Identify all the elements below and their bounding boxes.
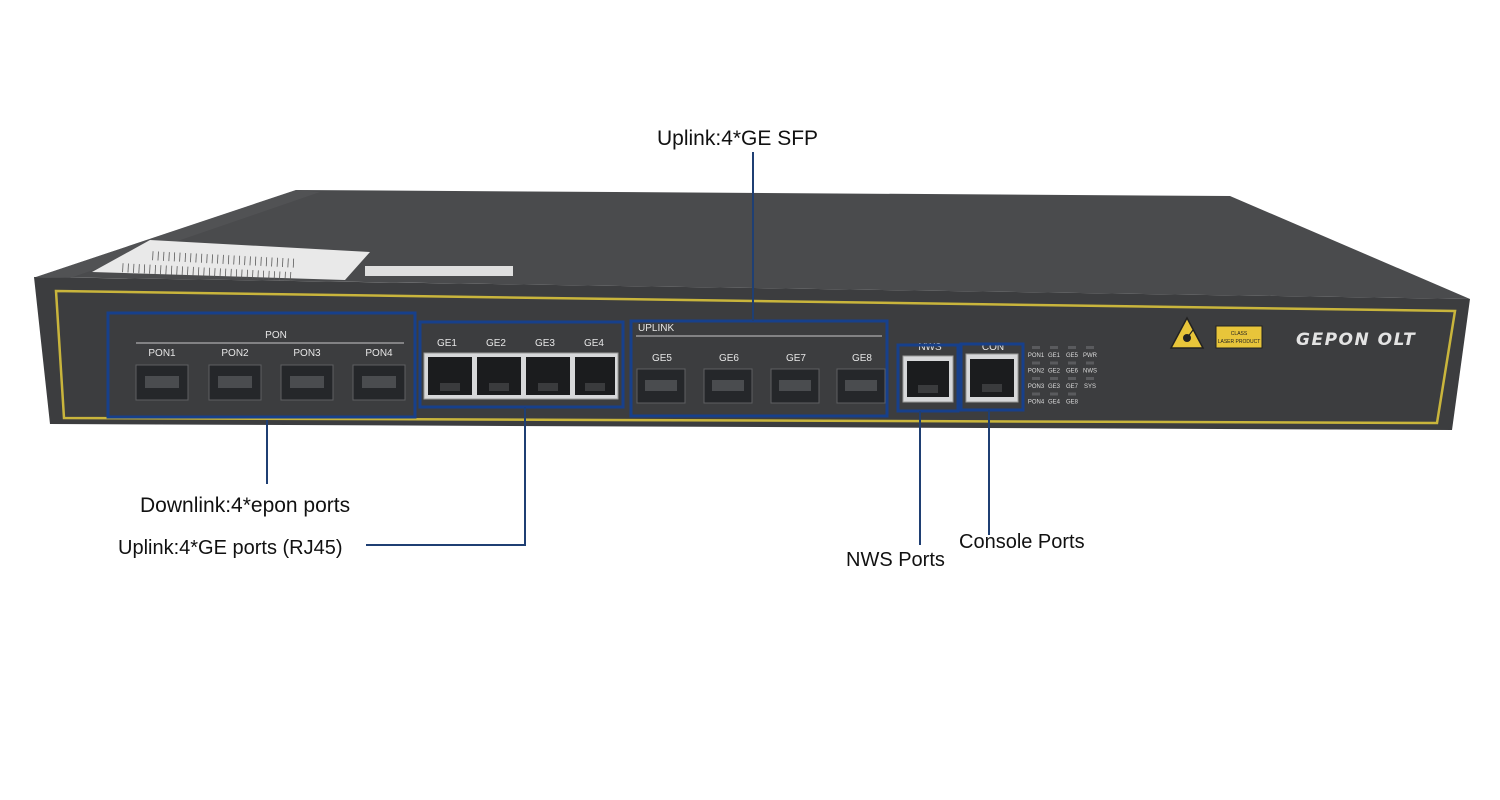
pon-group-label: PON bbox=[265, 330, 287, 341]
nws-highlight-box bbox=[896, 343, 960, 413]
laser-class-line-1: CLASS bbox=[1231, 331, 1248, 337]
led-nws bbox=[1086, 361, 1094, 365]
callout-console-ports: Console Ports bbox=[959, 531, 1085, 553]
uplink-group-label: UPLINK bbox=[638, 323, 674, 334]
rj45-port-label-3: GE3 bbox=[535, 338, 555, 349]
sfp-port-label-6: GE6 bbox=[719, 353, 739, 364]
led-pon2 bbox=[1032, 361, 1040, 365]
rj45-port-label-1: GE1 bbox=[437, 338, 457, 349]
led-pwr bbox=[1086, 346, 1094, 349]
rj45-highlight-box bbox=[418, 320, 625, 409]
callout-uplink-sfp: Uplink:4*GE SFP bbox=[657, 127, 819, 150]
pon-port-label-3: PON3 bbox=[293, 348, 321, 359]
panel-trim bbox=[54, 289, 1457, 425]
led-ge3 bbox=[1050, 377, 1058, 380]
led-label-pon1: PON1 bbox=[1028, 353, 1045, 359]
led-label-pon2: PON2 bbox=[1028, 369, 1045, 375]
led-ge8 bbox=[1068, 392, 1076, 396]
led-pon4 bbox=[1032, 392, 1040, 396]
laser-class-label: CLASS LASER PRODUCT bbox=[1215, 325, 1263, 349]
led-ge4 bbox=[1050, 392, 1058, 396]
led-label-pwr: PWR bbox=[1083, 353, 1098, 359]
pon-port-label-4: PON4 bbox=[365, 348, 393, 359]
pon-sfp-port-4[interactable] bbox=[352, 364, 406, 401]
sfp-port-label-7: GE7 bbox=[786, 353, 806, 364]
led-pon3 bbox=[1032, 377, 1040, 380]
laser-class-line-2: LASER PRODUCT bbox=[1218, 339, 1261, 345]
top-label-sticker: ||||||||||||||||||||||||||| ||||||||||||… bbox=[92, 240, 513, 282]
laser-warning-icon bbox=[1169, 316, 1205, 349]
led-label-ge5: GE5 bbox=[1066, 353, 1079, 359]
con-highlight-box bbox=[959, 342, 1025, 412]
led-label-ge6: GE6 bbox=[1066, 369, 1079, 375]
led-ge6 bbox=[1068, 361, 1076, 365]
mgmt-section: NWS CON bbox=[902, 342, 1019, 403]
pon-port-label-1: PON1 bbox=[148, 348, 176, 359]
sfp-port-label-8: GE8 bbox=[852, 353, 872, 364]
led-label-ge1: GE1 bbox=[1048, 353, 1061, 359]
rj45-port-label-4: GE4 bbox=[584, 338, 604, 349]
led-label-ge4: GE4 bbox=[1048, 400, 1061, 406]
sfp-highlight-box bbox=[629, 319, 889, 418]
led-ge1 bbox=[1050, 346, 1058, 349]
led-sys bbox=[1086, 377, 1094, 380]
led-label-pon3: PON3 bbox=[1028, 384, 1045, 390]
led-pon1 bbox=[1032, 346, 1040, 349]
led-ge5 bbox=[1068, 346, 1076, 349]
led-label-ge8: GE8 bbox=[1066, 400, 1079, 406]
pon-port-label-2: PON2 bbox=[221, 348, 249, 359]
led-label-ge2: GE2 bbox=[1048, 369, 1061, 375]
con-group-label: CON bbox=[982, 342, 1004, 353]
nws-group-label: NWS bbox=[918, 342, 942, 353]
pon-sfp-port-2[interactable] bbox=[208, 364, 262, 401]
callout-nws-ports: NWS Ports bbox=[846, 549, 945, 571]
pon-section: PON PON1 PON2 PON3 PON4 bbox=[135, 330, 406, 401]
led-label-pon4: PON4 bbox=[1028, 400, 1045, 406]
rj45-port-label-2: GE2 bbox=[486, 338, 506, 349]
rj45-callout-line bbox=[366, 407, 526, 546]
led-label-nws: NWS bbox=[1083, 369, 1097, 375]
sfp-port-label-5: GE5 bbox=[652, 353, 672, 364]
callout-uplink-rj45: Uplink:4*GE ports (RJ45) bbox=[118, 537, 343, 559]
callout-downlink-epon: Downlink:4*epon ports bbox=[140, 494, 351, 517]
brand-label: GEPON OLT bbox=[1296, 330, 1416, 350]
sfp-uplink-section: UPLINK GE5 GE6 GE7 GE8 bbox=[636, 323, 886, 404]
led-ge2 bbox=[1050, 361, 1058, 365]
pon-highlight-box bbox=[106, 311, 417, 419]
led-label-sys: SYS bbox=[1084, 384, 1096, 390]
led-label-ge3: GE3 bbox=[1048, 384, 1061, 390]
rj45-section: GE1 GE2 GE3 GE4 bbox=[423, 338, 619, 400]
led-ge7 bbox=[1068, 377, 1076, 380]
led-label-ge7: GE7 bbox=[1066, 384, 1079, 390]
